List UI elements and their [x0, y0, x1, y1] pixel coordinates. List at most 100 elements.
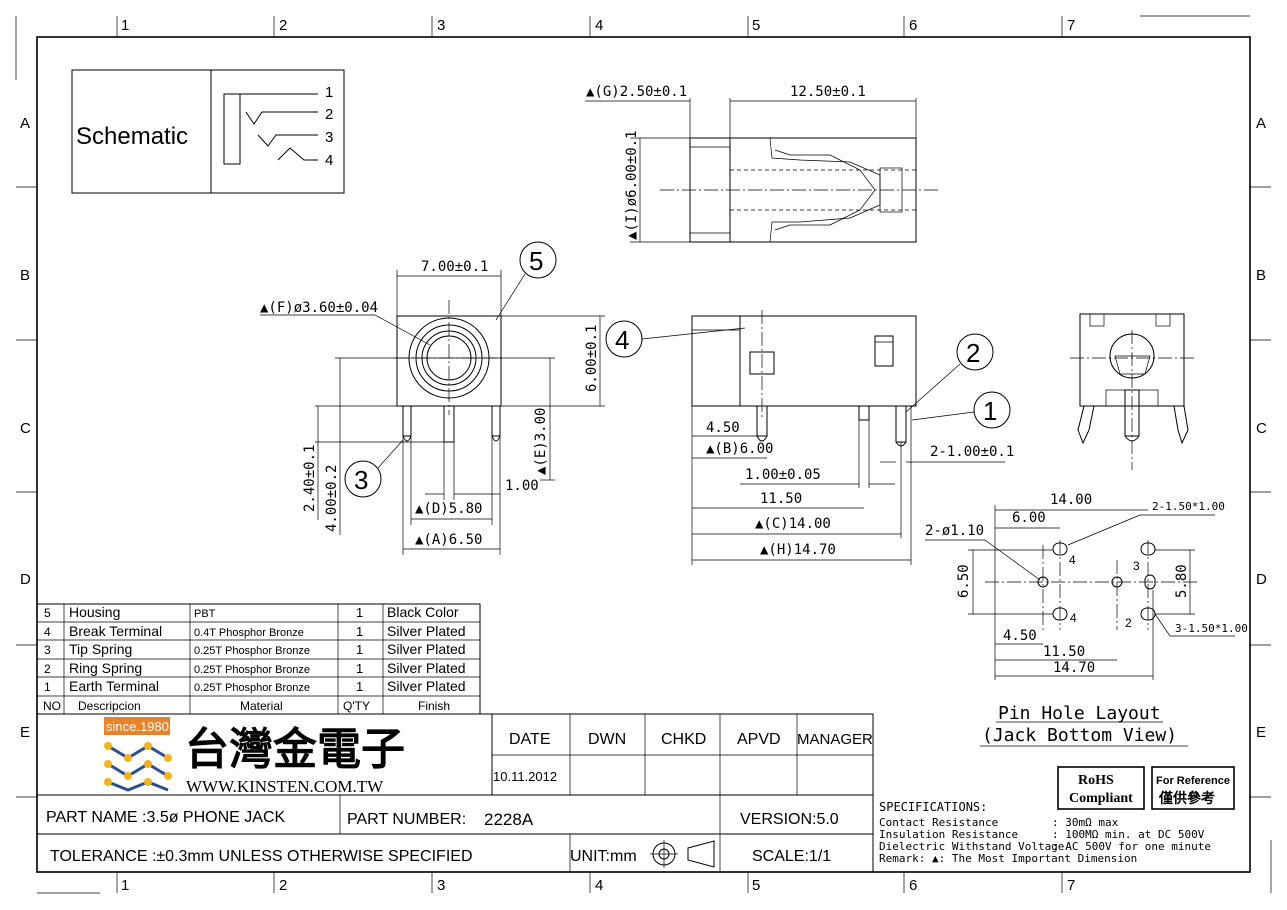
spec-label: Contact Resistance [879, 816, 998, 829]
spec-label: Insulation Resistance [879, 828, 1018, 841]
bom-material: 0.4T Phosphor Bronze [194, 627, 304, 639]
pin-label: 2 [1125, 616, 1132, 630]
col-label: 5 [752, 877, 760, 894]
dim-pin-1400: 14.00 [1050, 492, 1092, 508]
scale: SCALE:1/1 [752, 848, 831, 865]
reference-text-1: For Reference [1156, 775, 1230, 787]
bom-no: 3 [44, 643, 51, 657]
kinsten-logo-icon [104, 742, 172, 792]
bom-material: PBT [194, 608, 216, 620]
dim-pin-2-110: 2-ø1.10 [925, 523, 984, 539]
bom-no: 1 [44, 680, 51, 694]
logo-since: since.1980 [106, 719, 169, 734]
header-chkd: CHKD [661, 731, 706, 748]
bom-material: 0.25T Phosphor Bronze [194, 682, 310, 694]
bom-header: NO Descripcion Material Q'TY Finish [43, 699, 450, 713]
dim-side-450: 4.50 [706, 420, 740, 436]
bom-qty: 1 [356, 642, 363, 657]
bom-header-desc: Descripcion [78, 699, 141, 713]
header-date: DATE [509, 731, 550, 748]
bom-qty: 1 [356, 679, 363, 694]
bom-header-material: Material [240, 699, 283, 713]
company-website: WWW.KINSTEN.COM.TW [186, 777, 384, 796]
part-number-label: PART NUMBER: [347, 811, 466, 828]
bom-description: Earth Terminal [69, 678, 159, 694]
col-label: 1 [121, 877, 129, 894]
col-label: 6 [909, 17, 917, 34]
dim-pin-580: 5.80 [1174, 564, 1190, 598]
schematic-pin-label: 1 [325, 84, 333, 101]
spec-value: : 30mΩ max [1052, 816, 1119, 829]
bom-no: 2 [44, 662, 51, 676]
row-label: A [20, 115, 30, 132]
projection-icon [650, 840, 715, 868]
schematic-box: Schematic 1 2 3 4 [71, 69, 345, 194]
bom-description: Housing [69, 604, 120, 620]
bom-no: 4 [44, 625, 51, 639]
dim-front-width: 7.00±0.1 [421, 259, 488, 275]
balloon-5: 5 [529, 246, 543, 276]
bom-finish: Black Color [387, 604, 459, 620]
bom-finish: Silver Plated [387, 641, 466, 657]
col-label: 2 [279, 877, 287, 894]
rohs-badge: RoHS Compliant [1057, 766, 1145, 810]
row-label: B [1256, 267, 1266, 284]
dim-e: ▲(E)3.00 [533, 408, 549, 475]
bom-header-finish: Finish [418, 699, 450, 713]
drawing-date: 10.11.2012 [493, 769, 557, 784]
row-label: C [1256, 420, 1267, 437]
col-label: 1 [121, 17, 129, 34]
part-number: 2228A [484, 810, 534, 829]
dim-side-2-100: 2-1.00±0.1 [930, 444, 1014, 460]
bom-rows: 5 Housing PBT 1 Black Color 4 Break Terminal 0.… [44, 604, 466, 694]
col-label: 4 [595, 877, 603, 894]
dim-side-1150: 11.50 [760, 491, 802, 507]
bom-material: 0.25T Phosphor Bronze [194, 645, 310, 657]
top-view: ▲(G)2.50±0.1 12.50±0.1 ▲(I)ø6.00±0.1 [585, 84, 940, 243]
dim-h: ▲(H)14.70 [760, 542, 836, 558]
bom-header-qty: Q'TY [343, 699, 370, 713]
pin-layout-subtitle: (Jack Bottom View) [982, 725, 1177, 746]
dim-b: ▲(B)6.00 [706, 441, 773, 457]
dim-pin-1150: 11.50 [1043, 644, 1085, 660]
spec-value: : AC 500V for one minute [1052, 840, 1211, 853]
side-view: 4.50 ▲(B)6.00 1.00±0.05 11.50 ▲(C)14.00 … [605, 310, 1014, 565]
pin-layout-title: Pin Hole Layout [998, 703, 1161, 724]
pin-label: 3 [1133, 559, 1140, 573]
dim-top-length: 12.50±0.1 [790, 84, 866, 100]
col-label: 3 [437, 877, 445, 894]
balloon-4: 4 [615, 325, 629, 355]
bom-no: 5 [44, 606, 51, 620]
company-name: 台灣金電子 [185, 725, 405, 774]
bom-qty: 1 [356, 661, 363, 676]
reference-badge: For Reference 僅供參考 [1151, 766, 1235, 810]
rohs-text-1: RoHS [1078, 773, 1114, 788]
row-label: D [1256, 571, 1267, 588]
spec-title: SPECIFICATIONS: [879, 800, 987, 814]
specifications: SPECIFICATIONS: Contact Resistance : 30m… [879, 800, 1211, 865]
col-label: 5 [752, 17, 760, 34]
pin-label: 4 [1069, 553, 1076, 567]
bom-qty: 1 [356, 605, 363, 620]
dim-pin-650: 6.50 [956, 564, 972, 598]
tolerance: TOLERANCE :±0.3mm UNLESS OTHERWISE SPECI… [50, 848, 473, 865]
col-label: 7 [1067, 877, 1075, 894]
dim-front-height: 6.00±0.1 [584, 325, 600, 392]
bom-description: Break Terminal [69, 623, 162, 639]
col-label: 2 [279, 17, 287, 34]
pin-hole-layout: 14.00 6.00 2-1.50*1.00 2-ø1.10 6.50 5.80… [925, 492, 1248, 747]
dim-pin-600: 6.00 [1012, 510, 1046, 526]
bom-qty: 1 [356, 624, 363, 639]
balloon-3: 3 [354, 465, 368, 495]
rohs-text-2: Compliant [1069, 791, 1133, 806]
bom-header-no: NO [43, 699, 61, 713]
dim-g: ▲(G)2.50±0.1 [586, 84, 687, 100]
dim-side-100-005: 1.00±0.05 [745, 467, 821, 483]
reference-text-2: 僅供參考 [1158, 790, 1215, 807]
bom-description: Tip Spring [69, 641, 132, 657]
header-dwn: DWN [588, 731, 626, 748]
col-label: 4 [595, 17, 603, 34]
dim-f: ▲(F)ø3.60±0.04 [260, 300, 378, 316]
rear-view [1070, 313, 1194, 470]
